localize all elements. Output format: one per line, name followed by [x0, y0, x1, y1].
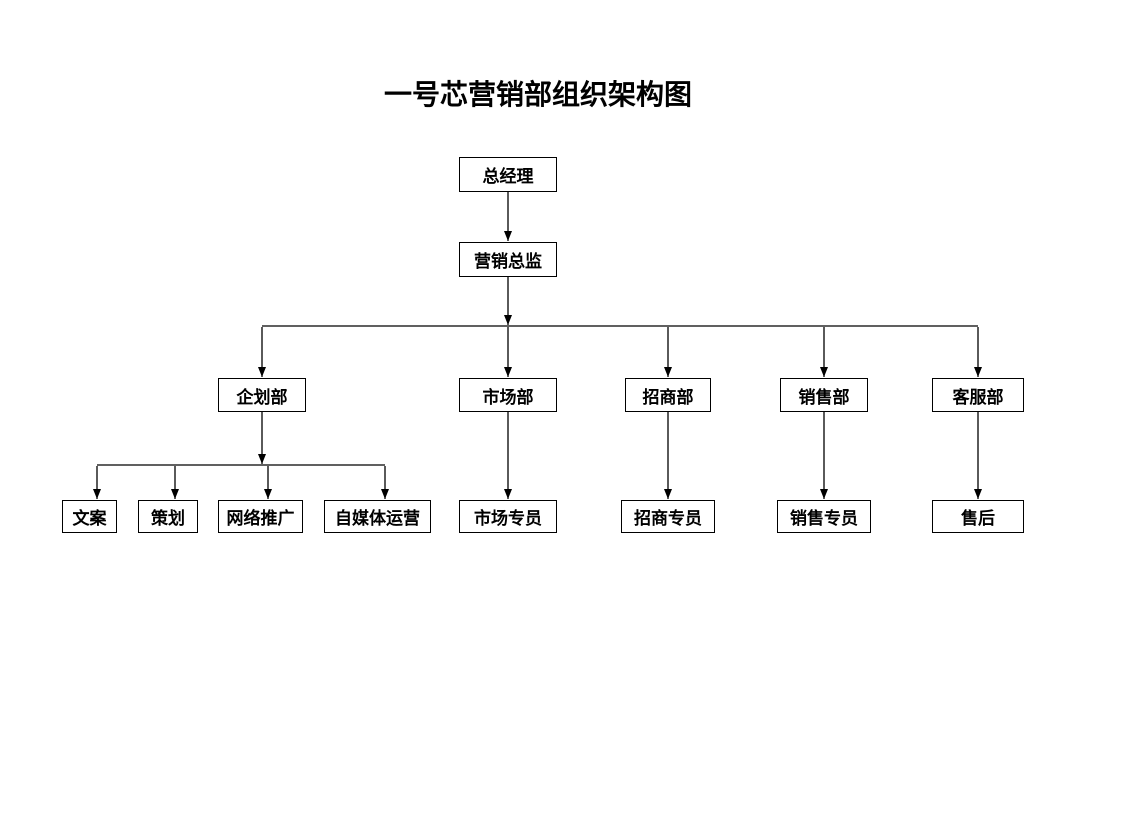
node-dept-sales: 销售部 — [780, 378, 868, 412]
page-title: 一号芯营销部组织架构图 — [383, 80, 693, 111]
node-dept-merchant: 招商部 — [625, 378, 711, 412]
node-copywriting: 文案 — [62, 500, 117, 533]
node-online-promotion: 网络推广 — [218, 500, 303, 533]
node-marketing-director: 营销总监 — [459, 242, 557, 277]
node-dept-market: 市场部 — [459, 378, 557, 412]
node-dept-customer-service: 客服部 — [932, 378, 1024, 412]
node-market-specialist: 市场专员 — [459, 500, 557, 533]
node-after-sales: 售后 — [932, 500, 1024, 533]
node-general-manager: 总经理 — [459, 157, 557, 192]
node-merchant-specialist: 招商专员 — [621, 500, 715, 533]
node-planning: 策划 — [138, 500, 198, 533]
node-self-media-operation: 自媒体运营 — [324, 500, 431, 533]
node-dept-planning: 企划部 — [218, 378, 306, 412]
node-sales-specialist: 销售专员 — [777, 500, 871, 533]
